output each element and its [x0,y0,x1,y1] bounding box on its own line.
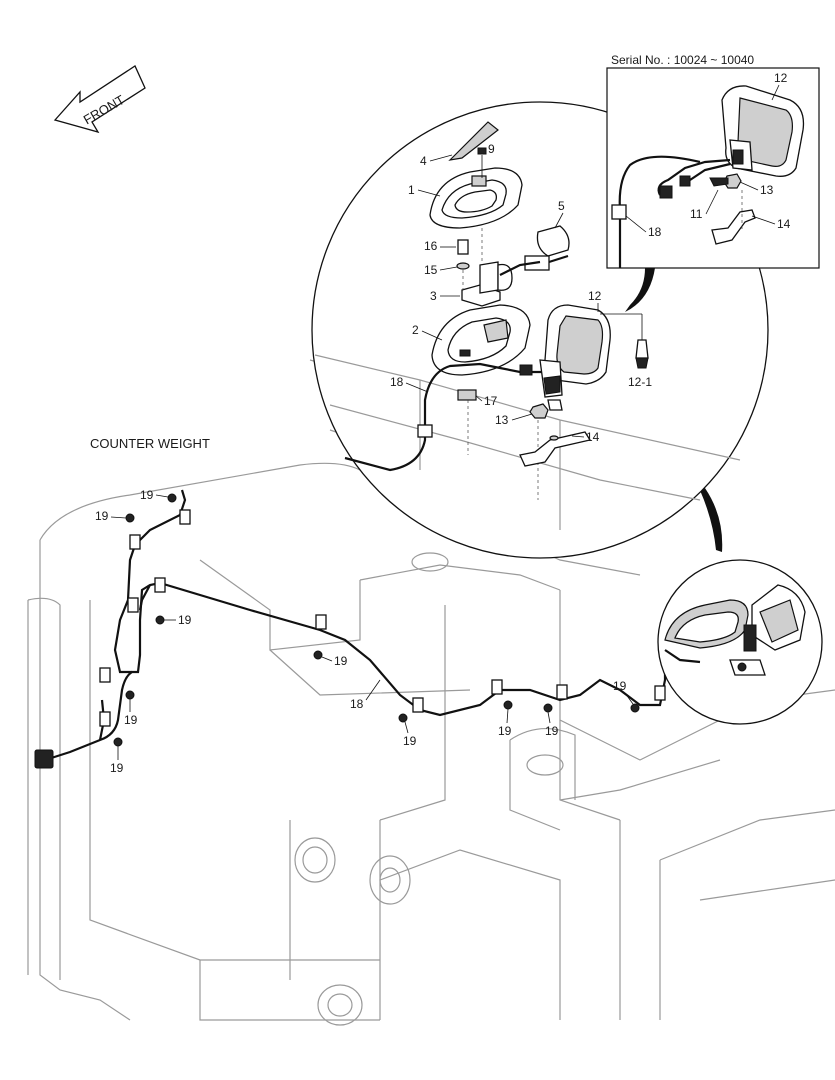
callout-12-1: 12-1 [628,375,652,389]
bolt-icon [630,703,640,713]
pointer-swoosh [690,470,723,552]
callout-18-inset: 18 [648,225,662,239]
part-13-nut [529,403,549,419]
bolt-icon [167,493,177,503]
callout-19-e: 19 [110,761,124,775]
lamp-detail-circle [657,559,823,725]
callout-19-i: 19 [545,724,559,738]
section-label: COUNTER WEIGHT [90,436,210,451]
pointer-swoosh-inset [625,268,655,312]
callout-1: 1 [408,183,415,197]
callout-19-d: 19 [124,713,138,727]
callout-11: 11 [690,207,703,221]
callout-13-main: 13 [495,413,509,427]
callout-2: 2 [412,323,419,337]
part-17-clip [457,389,477,401]
callout-19-c: 19 [178,613,192,627]
callout-14-inset: 14 [777,217,791,231]
bolt-icon [398,713,408,723]
callout-13-inset: 13 [760,183,774,197]
callout-12-main: 12 [588,289,602,303]
counterweight-body [27,359,835,1026]
callout-19-a: 19 [140,488,154,502]
callout-12-inset: 12 [774,71,788,85]
harness-connector [34,749,54,769]
serial-inset: Serial No. : 10024 ~ 10040 [606,53,820,269]
wiring-harness [34,489,667,769]
bolt-icon [543,703,553,713]
callout-19-b: 19 [95,509,109,523]
bolt-icon [113,737,123,747]
callout-4: 4 [420,154,427,168]
callout-3: 3 [430,289,437,303]
callout-9: 9 [488,142,495,156]
callout-18-main: 18 [390,375,404,389]
callout-18-harness: 18 [350,697,364,711]
callout-19-g: 19 [403,734,417,748]
bolt-icon [313,650,323,660]
bolt-icon [503,700,513,710]
bolt-icon [125,513,135,523]
callout-15: 15 [424,263,438,277]
callout-19-h: 19 [498,724,512,738]
callout-14-main: 14 [586,430,600,444]
bolt-icon [125,690,135,700]
serial-text: Serial No. : 10024 ~ 10040 [611,53,754,67]
part-4-cover [448,121,499,161]
bolts-19 [113,493,640,747]
callout-19-f: 19 [334,654,348,668]
part-12-1-bulb [635,339,649,359]
bolt-icon [155,615,165,625]
callout-17: 17 [484,394,498,408]
front-arrow: FRONT [53,65,146,134]
part-14-bracket [519,431,592,467]
callout-16: 16 [424,239,438,253]
callout-5: 5 [558,199,565,213]
part-5-switch [536,225,570,257]
callout-19-j: 19 [613,679,627,693]
harness-clips [99,509,666,727]
